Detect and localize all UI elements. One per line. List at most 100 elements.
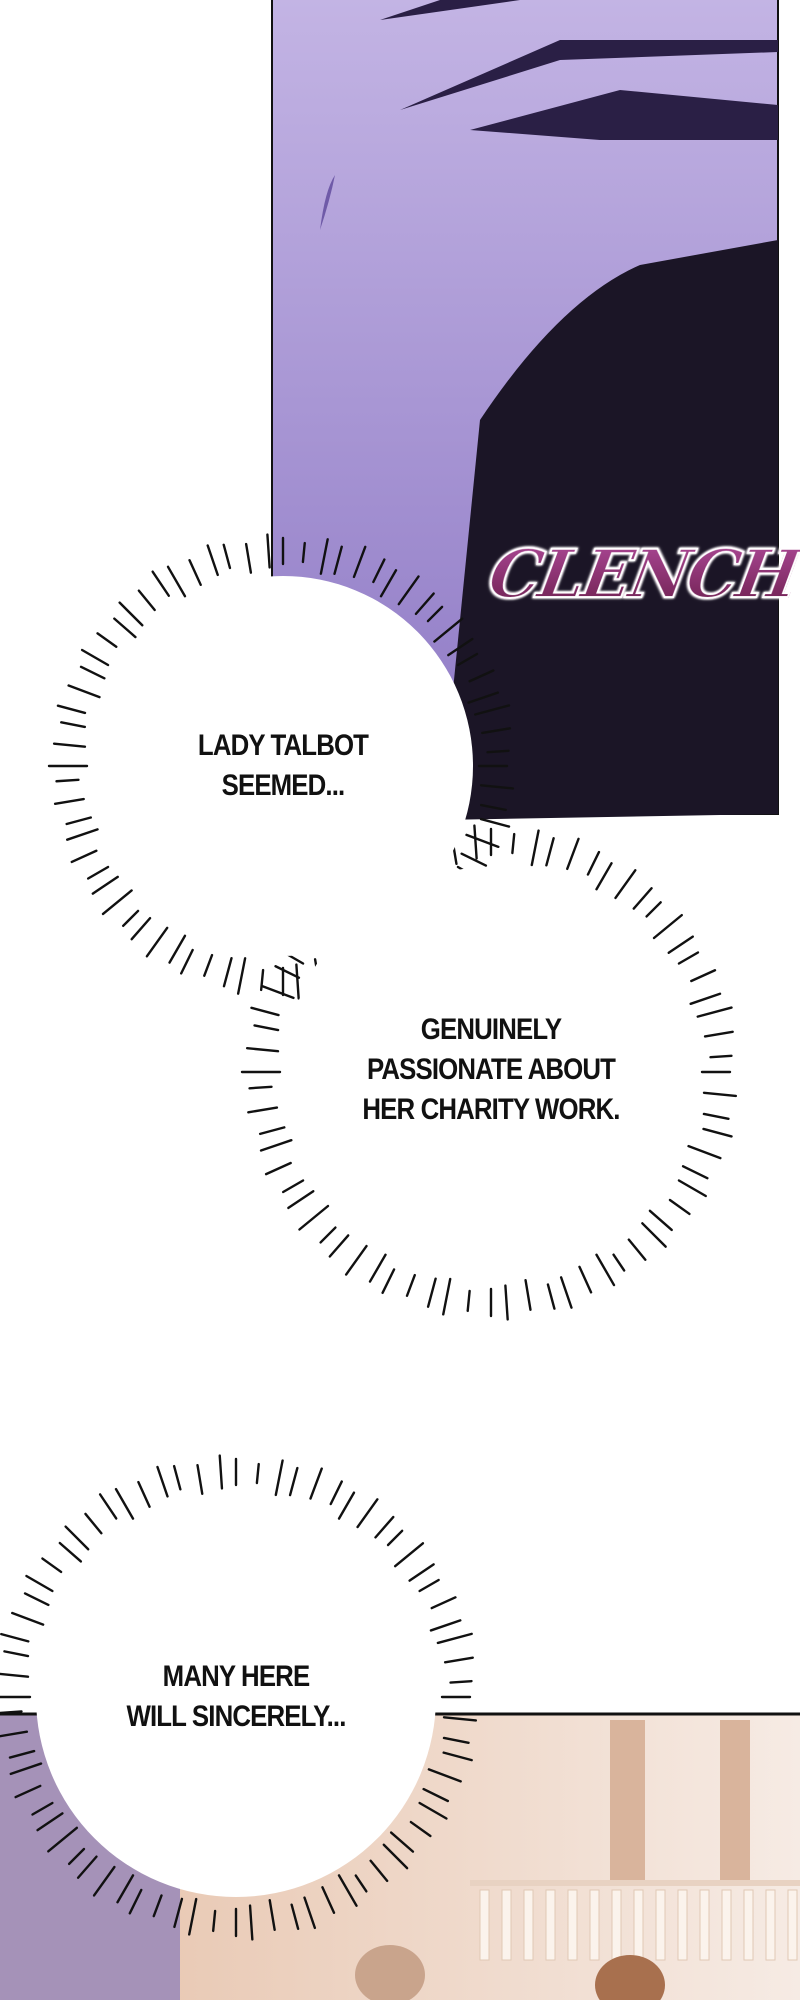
emphasis-ray (261, 985, 295, 1000)
emphasis-ray (430, 1596, 457, 1610)
emphasis-ray (460, 852, 488, 867)
emphasis-ray (443, 1656, 474, 1664)
emphasis-ray (8, 1749, 36, 1759)
emphasis-ray (222, 543, 232, 570)
emphasis-ray (25, 1574, 54, 1593)
emphasis-ray (393, 1542, 425, 1568)
emphasis-ray (319, 538, 329, 575)
emphasis-ray (422, 1787, 450, 1803)
finger-crease (320, 175, 335, 230)
baluster (567, 1889, 578, 1961)
sound-effect-clench: CLENCH (482, 534, 800, 614)
baluster (633, 1889, 644, 1961)
emphasis-ray (426, 605, 444, 623)
emphasis-ray (479, 817, 511, 828)
dark-sleeve (440, 240, 778, 820)
emphasis-ray (0, 1672, 30, 1678)
emphasis-ray (114, 1487, 135, 1520)
emphasis-ray (264, 1161, 292, 1176)
emphasis-ray (23, 1592, 50, 1607)
emphasis-ray (218, 1454, 224, 1490)
emphasis-ray (545, 837, 555, 867)
emphasis-ray (447, 637, 474, 657)
emphasis-ray (389, 1831, 415, 1853)
emphasis-ray (67, 684, 101, 699)
emphasis-ray (442, 1716, 478, 1722)
emphasis-ray (546, 1283, 556, 1310)
emphasis-ray (559, 1276, 573, 1309)
emphasis-ray (255, 1462, 260, 1485)
emphasis-ray (295, 963, 300, 1000)
emphasis-ray (309, 1467, 323, 1500)
emphasis-ray (253, 1024, 280, 1032)
emphasis-ray (442, 1736, 470, 1745)
emphasis-ray (248, 1085, 273, 1090)
emphasis-ray (409, 1820, 432, 1838)
emphasis-ray (427, 1768, 462, 1783)
emphasis-ray (449, 1679, 473, 1684)
emphasis-ray (152, 1894, 163, 1918)
finger-shadow (400, 40, 778, 110)
baluster (721, 1889, 732, 1961)
emphasis-ray (180, 948, 194, 975)
emphasis-ray (9, 1762, 43, 1776)
emphasis-ray (137, 1480, 151, 1508)
baluster (787, 1889, 798, 1961)
emphasis-ray (652, 913, 683, 940)
emphasis-ray (397, 575, 420, 606)
emphasis-ray (64, 1525, 90, 1551)
emphasis-ray (468, 669, 495, 683)
emphasis-ray (354, 1874, 368, 1893)
emphasis-ray (70, 849, 98, 864)
emphasis-ray (702, 1112, 730, 1120)
thought-bubble-1 (93, 576, 473, 956)
emphasis-ray (245, 1047, 280, 1053)
emphasis-ray (188, 559, 202, 587)
emphasis-ray (374, 1515, 395, 1539)
text-line: MANY HERE (162, 1660, 310, 1693)
emphasis-ray (511, 832, 516, 855)
baluster (589, 1889, 600, 1961)
emphasis-ray (288, 1466, 299, 1497)
text-line: GENUINELY (420, 1013, 562, 1046)
emphasis-ray (418, 1578, 440, 1593)
emphasis-ray (116, 1874, 135, 1904)
emphasis-ray (66, 828, 99, 841)
emphasis-ray (524, 1278, 532, 1311)
emphasis-ray (614, 869, 637, 900)
emphasis-ray (121, 909, 140, 928)
emphasis-ray (258, 1126, 286, 1136)
emphasis-ray (369, 1859, 389, 1883)
emphasis-ray (0, 1710, 23, 1715)
emphasis-ray (11, 1611, 45, 1626)
emphasis-ray (118, 601, 144, 627)
emphasis-ray (287, 1190, 315, 1210)
emphasis-ray (3, 1650, 30, 1658)
emphasis-ray (274, 1459, 284, 1497)
emphasis-ray (337, 1874, 358, 1907)
emphasis-ray (344, 1244, 368, 1276)
emphasis-ray (206, 544, 219, 577)
emphasis-ray (92, 1865, 116, 1897)
text-line: HER CHARITY WORK. (362, 1093, 620, 1126)
emphasis-ray (702, 1091, 738, 1098)
emphasis-ray (52, 742, 87, 748)
emphasis-ray (530, 829, 540, 867)
baluster (743, 1889, 754, 1961)
emphasis-ray (333, 545, 343, 575)
text-line: WILL SINCERELY... (126, 1700, 346, 1733)
emphasis-ray (473, 824, 478, 860)
emphasis-ray (172, 1464, 182, 1491)
emphasis-ray (14, 1784, 42, 1799)
text-line: LADY TALBOT (197, 729, 369, 762)
emphasis-ray (67, 1847, 86, 1866)
baluster (699, 1889, 710, 1961)
emphasis-ray (281, 1179, 305, 1194)
emphasis-ray (386, 1529, 404, 1547)
baluster (479, 1889, 490, 1961)
emphasis-ray (31, 1801, 54, 1816)
emphasis-ray (156, 1465, 169, 1498)
emphasis-ray (274, 965, 301, 979)
emphasis-ray (128, 1888, 143, 1915)
emphasis-ray (381, 1268, 396, 1295)
